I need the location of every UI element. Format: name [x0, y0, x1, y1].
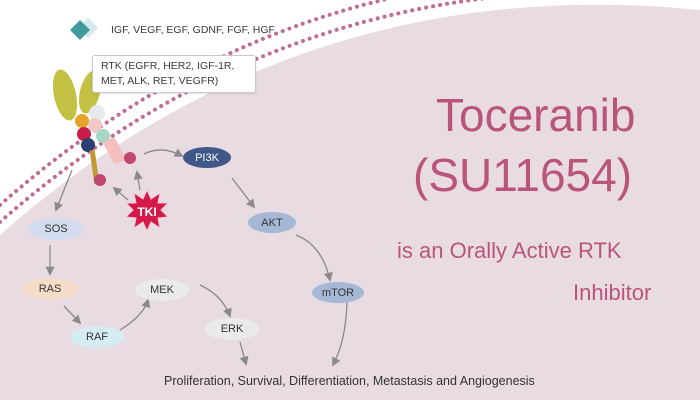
tki-label: TKI: [137, 205, 157, 219]
receptor-icon: [52, 69, 125, 185]
ligands-label: IGF, VEGF, EGF, GDNF, FGF, HGF: [111, 24, 275, 36]
node-sos: SOS: [28, 218, 84, 240]
cell-membrane-inner: [0, 0, 488, 224]
ligand-diamond-icon: [70, 18, 98, 40]
subtitle-line-2: Inhibitor: [573, 280, 652, 305]
receptor-label-box: RTK (EGFR, HER2, IGF-1R, MET, ALK, RET, …: [92, 55, 256, 93]
node-mtor: mTOR: [312, 282, 364, 303]
title-line-2: (SU11654): [413, 149, 633, 201]
subtitle-line-1: is an Orally Active RTK: [397, 238, 622, 263]
node-akt: AKT: [248, 212, 296, 233]
title-line-1: Toceranib: [436, 89, 636, 141]
phosphate-icon: [94, 152, 136, 186]
node-erk: ERK: [205, 318, 259, 340]
receptor-label: RTK (EGFR, HER2, IGF-1R, MET, ALK, RET, …: [101, 60, 235, 87]
cell-interior: [0, 4, 700, 400]
node-ras: RAS: [22, 278, 78, 300]
outcome-label: Proliferation, Survival, Differentiation…: [164, 374, 535, 388]
tki-burst-icon: [124, 188, 170, 233]
node-mek: MEK: [135, 279, 189, 301]
signal-arrows: [45, 148, 348, 367]
node-raf: RAF: [70, 326, 124, 348]
node-pi3k: PI3K: [183, 147, 231, 168]
